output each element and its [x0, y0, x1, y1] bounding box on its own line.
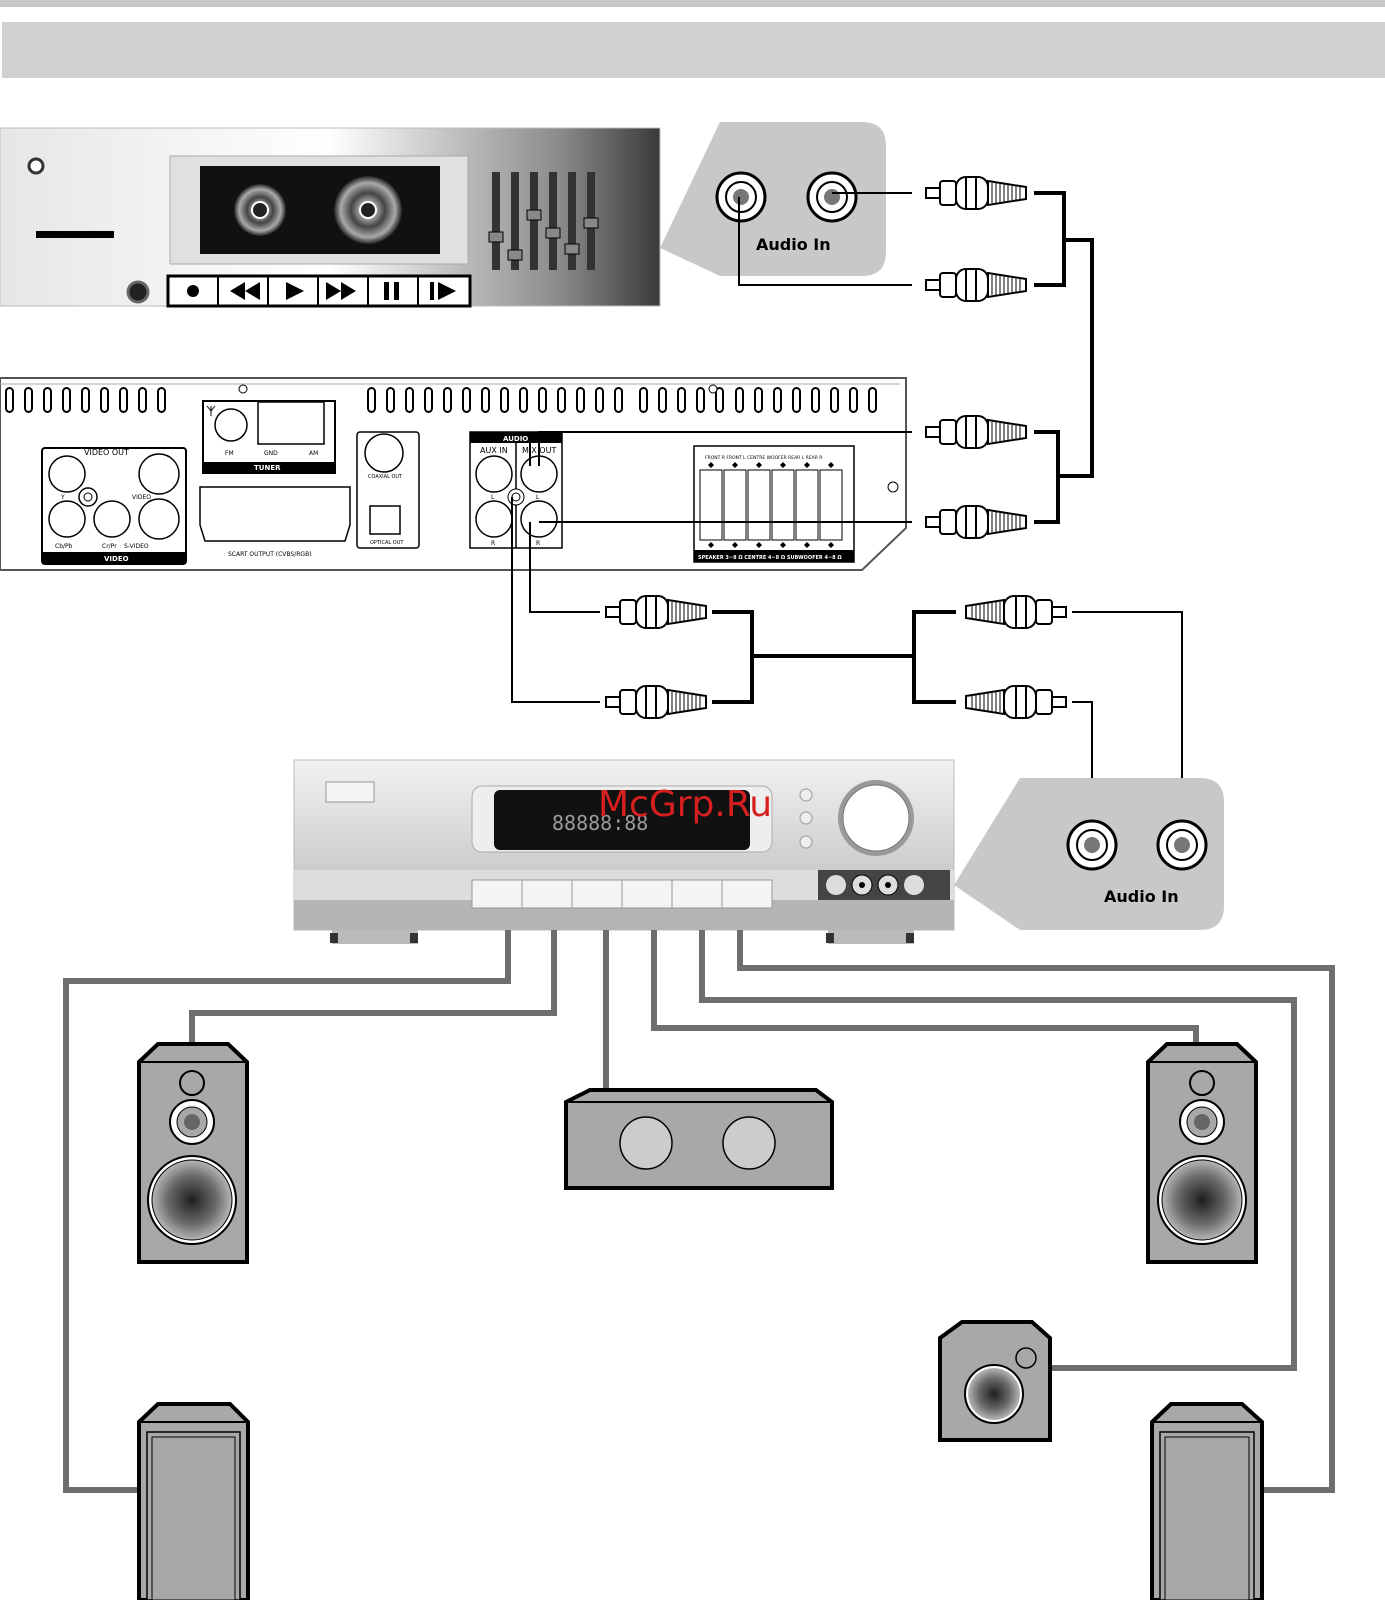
speaker-footer-label: SPEAKER 3~8 Ω CENTRE 4~8 Ω SUBWOOFER 4~8…: [698, 555, 842, 561]
speaker-terminal: [700, 470, 722, 540]
video-section-label: VIDEO: [104, 555, 129, 563]
aux-in-label: AUX IN: [480, 446, 508, 455]
speaker-terminal: [772, 470, 794, 540]
tape-audio-in-panel: Audio In: [660, 122, 886, 276]
fm-antenna-jack-icon: [215, 409, 247, 441]
record-knob-icon: [128, 282, 148, 302]
video-jack-icon: [139, 454, 179, 494]
centre-driver-icon: [620, 1117, 672, 1169]
cb-label: Cb/Pb: [55, 543, 73, 550]
record-icon: [187, 285, 199, 297]
slot-icon: [36, 231, 114, 238]
rear-left-speaker: [139, 1404, 248, 1600]
speaker-terminal: [820, 470, 842, 540]
transport-buttons: [168, 276, 470, 306]
amp-audio-in-label: Audio In: [1104, 887, 1179, 906]
tape-bundle: [1034, 193, 1092, 522]
aux-r-label: R: [491, 540, 495, 547]
am-label: AM: [309, 450, 318, 457]
svideo-label: S-VIDEO: [124, 543, 149, 550]
optical-label: OPTICAL OUT: [370, 540, 404, 546]
tape-audio-in-label: Audio In: [756, 235, 831, 254]
speaker-wires: [66, 930, 1332, 1490]
tape-deck: [0, 128, 660, 306]
cr-jack-icon: [94, 501, 130, 537]
aux-in-r-jack-icon: [476, 501, 512, 537]
watermark: McGrp.Ru: [598, 784, 772, 825]
speaker-terminal: [724, 470, 746, 540]
front-left-speaker: [139, 1044, 247, 1262]
centre-speaker: [566, 1090, 832, 1188]
cr-label: Cr/Pr: [102, 543, 117, 550]
optical-jack-icon: [370, 506, 400, 534]
tweeter-icon: [1190, 1071, 1214, 1095]
top-rule: [0, 0, 1385, 7]
step-icon: [430, 282, 434, 300]
mix-out-r-jack-icon: [521, 501, 557, 537]
header-band: [2, 22, 1385, 78]
rear-right-speaker: [1152, 1404, 1262, 1600]
scart-label: SCART OUTPUT (CVBS/RGB): [228, 551, 312, 558]
speaker-terminal: [796, 470, 818, 540]
speaker-terminal: [748, 470, 770, 540]
y-jack-icon: [49, 456, 85, 492]
centre-driver-icon: [723, 1117, 775, 1169]
gnd-label: GND: [264, 450, 278, 457]
coaxial-jack-icon: [365, 434, 403, 472]
scart-connector: [200, 487, 350, 541]
speaker-header-label: FRONT R FRONT L CENTRE WOOFER REAR L REA…: [705, 455, 822, 461]
power-button: [326, 782, 374, 802]
coaxial-label: COAXIAL OUT: [368, 474, 403, 480]
cb-jack-icon: [49, 501, 85, 537]
video-jack-label: VIDEO: [132, 494, 151, 501]
svideo-jack-icon: [139, 499, 179, 539]
mix-r-label: R: [536, 540, 540, 547]
video-out-label: VIDEO OUT: [84, 448, 129, 457]
am-gnd-terminal: [258, 402, 324, 444]
tweeter-icon: [180, 1071, 204, 1095]
aux-in-l-jack-icon: [476, 456, 512, 492]
audio-section-label: AUDIO: [503, 435, 528, 443]
amp-audio-in-panel: Audio In: [954, 778, 1224, 930]
power-led-icon: [29, 159, 43, 173]
dvd-rear-panel: VIDEO OUT VIDEO Y VIDEO Cb/Pb Cr/Pr S-VI…: [0, 378, 906, 570]
subwoofer: [940, 1322, 1050, 1440]
pause-icon: [384, 282, 389, 300]
fm-label: FM: [225, 450, 234, 457]
y-label: Y: [60, 494, 65, 501]
front-right-speaker: [1148, 1044, 1256, 1262]
amp-bundle: [712, 612, 956, 702]
tuner-label: TUNER: [254, 464, 281, 472]
